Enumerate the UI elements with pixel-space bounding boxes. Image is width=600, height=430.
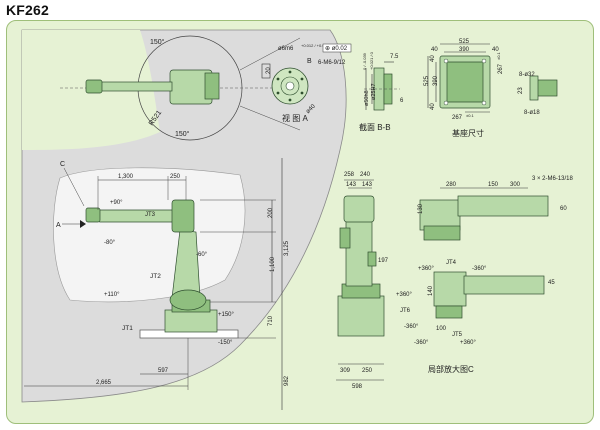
detail-jt4-m: -360° (472, 266, 487, 272)
side-dim-200: 200 (268, 207, 274, 218)
top-angle-bottom: 150° (175, 130, 190, 138)
top-view: 150° 150° R521 (60, 35, 301, 141)
side-dim-2665: 2,665 (96, 380, 112, 386)
side-jt1: JT1 (122, 325, 133, 332)
detail-jt6-m: -360° (404, 324, 419, 330)
side-a-mark: A (56, 222, 61, 229)
side-dim-1300: 1,300 (118, 174, 134, 180)
base-dimensions: 525 40 390 40 40 525 390 40 267 ±0.1 267… (424, 39, 558, 138)
detail-dim-130: 130 (418, 203, 424, 214)
front-head (343, 195, 375, 223)
view-a-dim-20: 20 (266, 67, 272, 74)
detail-jt6-p: +360° (396, 292, 413, 298)
detail-lower-arm (463, 275, 545, 295)
envelope-inner-white (53, 167, 246, 303)
view-a-bore: ø6m6 (278, 46, 294, 52)
view-a-tap: 6-M6-9/12 (318, 60, 346, 66)
section-d2-tol: +0.021 / 0 (369, 51, 374, 70)
side-dim-1100: 1,100 (270, 256, 276, 272)
detail-dim-150: 150 (488, 182, 499, 188)
top-robot-arm (99, 81, 173, 92)
detail-jt4-p: +360° (418, 266, 435, 272)
front-dim-250: 250 (362, 368, 373, 374)
side-dim-3125: 3,125 (284, 240, 290, 256)
side-base (164, 309, 218, 333)
detail-dim-100: 100 (436, 326, 447, 332)
front-dim-240: 240 (360, 172, 371, 178)
base-h40b: 40 (430, 103, 436, 110)
detail-tap: 3 × 2-M6-13/18 (532, 176, 574, 182)
page-title: KF262 (6, 2, 50, 18)
front-dim-143b: 143 (362, 182, 373, 188)
front-dim-197: 197 (378, 258, 389, 264)
detail-jt5: JT5 (452, 332, 463, 338)
base-w40b: 40 (492, 47, 499, 53)
side-angle-p150: +150° (218, 312, 235, 318)
section-caption: 截面 B-B (359, 122, 391, 132)
side-dim-597: 597 (158, 368, 169, 374)
view-a-b-mark: B (307, 58, 312, 65)
view-a: 20 ø6m6 +0.012 / +0.004 ⊕ ø0.02 B 6-M6-9… (261, 43, 352, 123)
side-angle-p110: +110° (104, 292, 120, 298)
view-a-bore-tol: +0.012 / +0.004 (301, 43, 330, 48)
section-d3: 7.5 (390, 54, 399, 60)
side-angle-m60: -60° (196, 252, 208, 258)
side-angle-m80: -80° (104, 240, 116, 246)
front-dim-143a: 143 (346, 182, 357, 188)
base-w390: 390 (459, 47, 470, 53)
front-dim-309: 309 (340, 368, 351, 374)
side-dim-710: 710 (268, 315, 274, 326)
side-view: A C 1,300 250 +90° -80° JT3 JT2 JT1 -60°… (24, 158, 290, 410)
base-caption: 基座尺寸 (452, 128, 484, 138)
front-dim-258: 258 (344, 172, 355, 178)
base-h267: 267 (498, 63, 504, 74)
base-w267: 267 (452, 115, 463, 121)
detail-jt5-p: +360° (460, 340, 477, 346)
detail-dim-300: 300 (510, 182, 521, 188)
detail-jt4: JT4 (446, 260, 457, 266)
side-jt2: JT2 (150, 273, 161, 280)
front-dim-598: 598 (352, 384, 363, 390)
side-wrist (85, 207, 101, 223)
base-w40a: 40 (431, 47, 438, 53)
detail-jt6: JT6 (400, 308, 411, 314)
detail-dim-140: 140 (428, 285, 434, 296)
detail-c: 280 150 300 3 × 2-M6-13/18 130 60 JT4 +3… (396, 176, 574, 374)
side-dim-250: 250 (170, 174, 181, 180)
detail-dim-60: 60 (560, 206, 567, 212)
section-bb: ø50h8 0 / -0.039 ø25H7 +0.021 / 0 7.5 6 … (359, 51, 404, 132)
base-holes32: 8-ø32 (519, 72, 535, 78)
detail-dim-280: 280 (446, 182, 457, 188)
detail-upper-arm (457, 195, 549, 217)
base-h40a: 40 (430, 55, 436, 62)
detail-dim-45: 45 (548, 280, 555, 286)
section-d2: ø25H7 (371, 83, 377, 100)
section-d4: 6 (400, 98, 404, 104)
section-d1: ø50h8 (364, 90, 370, 106)
side-angle-p90: +90° (110, 200, 123, 206)
top-angle-top: 150° (150, 38, 165, 46)
detail-caption: 局部放大图C (428, 364, 474, 374)
side-dim-982: 982 (284, 375, 290, 386)
view-a-caption: 视 图 A (282, 113, 308, 123)
base-h525: 525 (424, 75, 430, 86)
section-d1-tol: 0 / -0.039 (362, 52, 367, 70)
base-h390: 390 (433, 75, 439, 86)
detail-jt5-m: -360° (414, 340, 429, 346)
base-holes18: 8-ø18 (524, 110, 540, 116)
front-view: 258 240 143 143 197 309 250 598 (336, 172, 389, 390)
base-h267-tol: ±0.1 (496, 51, 501, 60)
front-base (337, 295, 385, 337)
base-d23: 23 (518, 87, 524, 94)
top-robot-wrist (85, 79, 103, 94)
view-a-position-tol: ⊕ ø0.02 (325, 46, 348, 52)
base-w525: 525 (459, 39, 470, 45)
side-c-mark: C (60, 161, 65, 168)
side-angle-m150: -150° (218, 340, 233, 346)
side-jt3: JT3 (145, 212, 156, 218)
base-w267-tol: ±0.1 (466, 113, 475, 118)
